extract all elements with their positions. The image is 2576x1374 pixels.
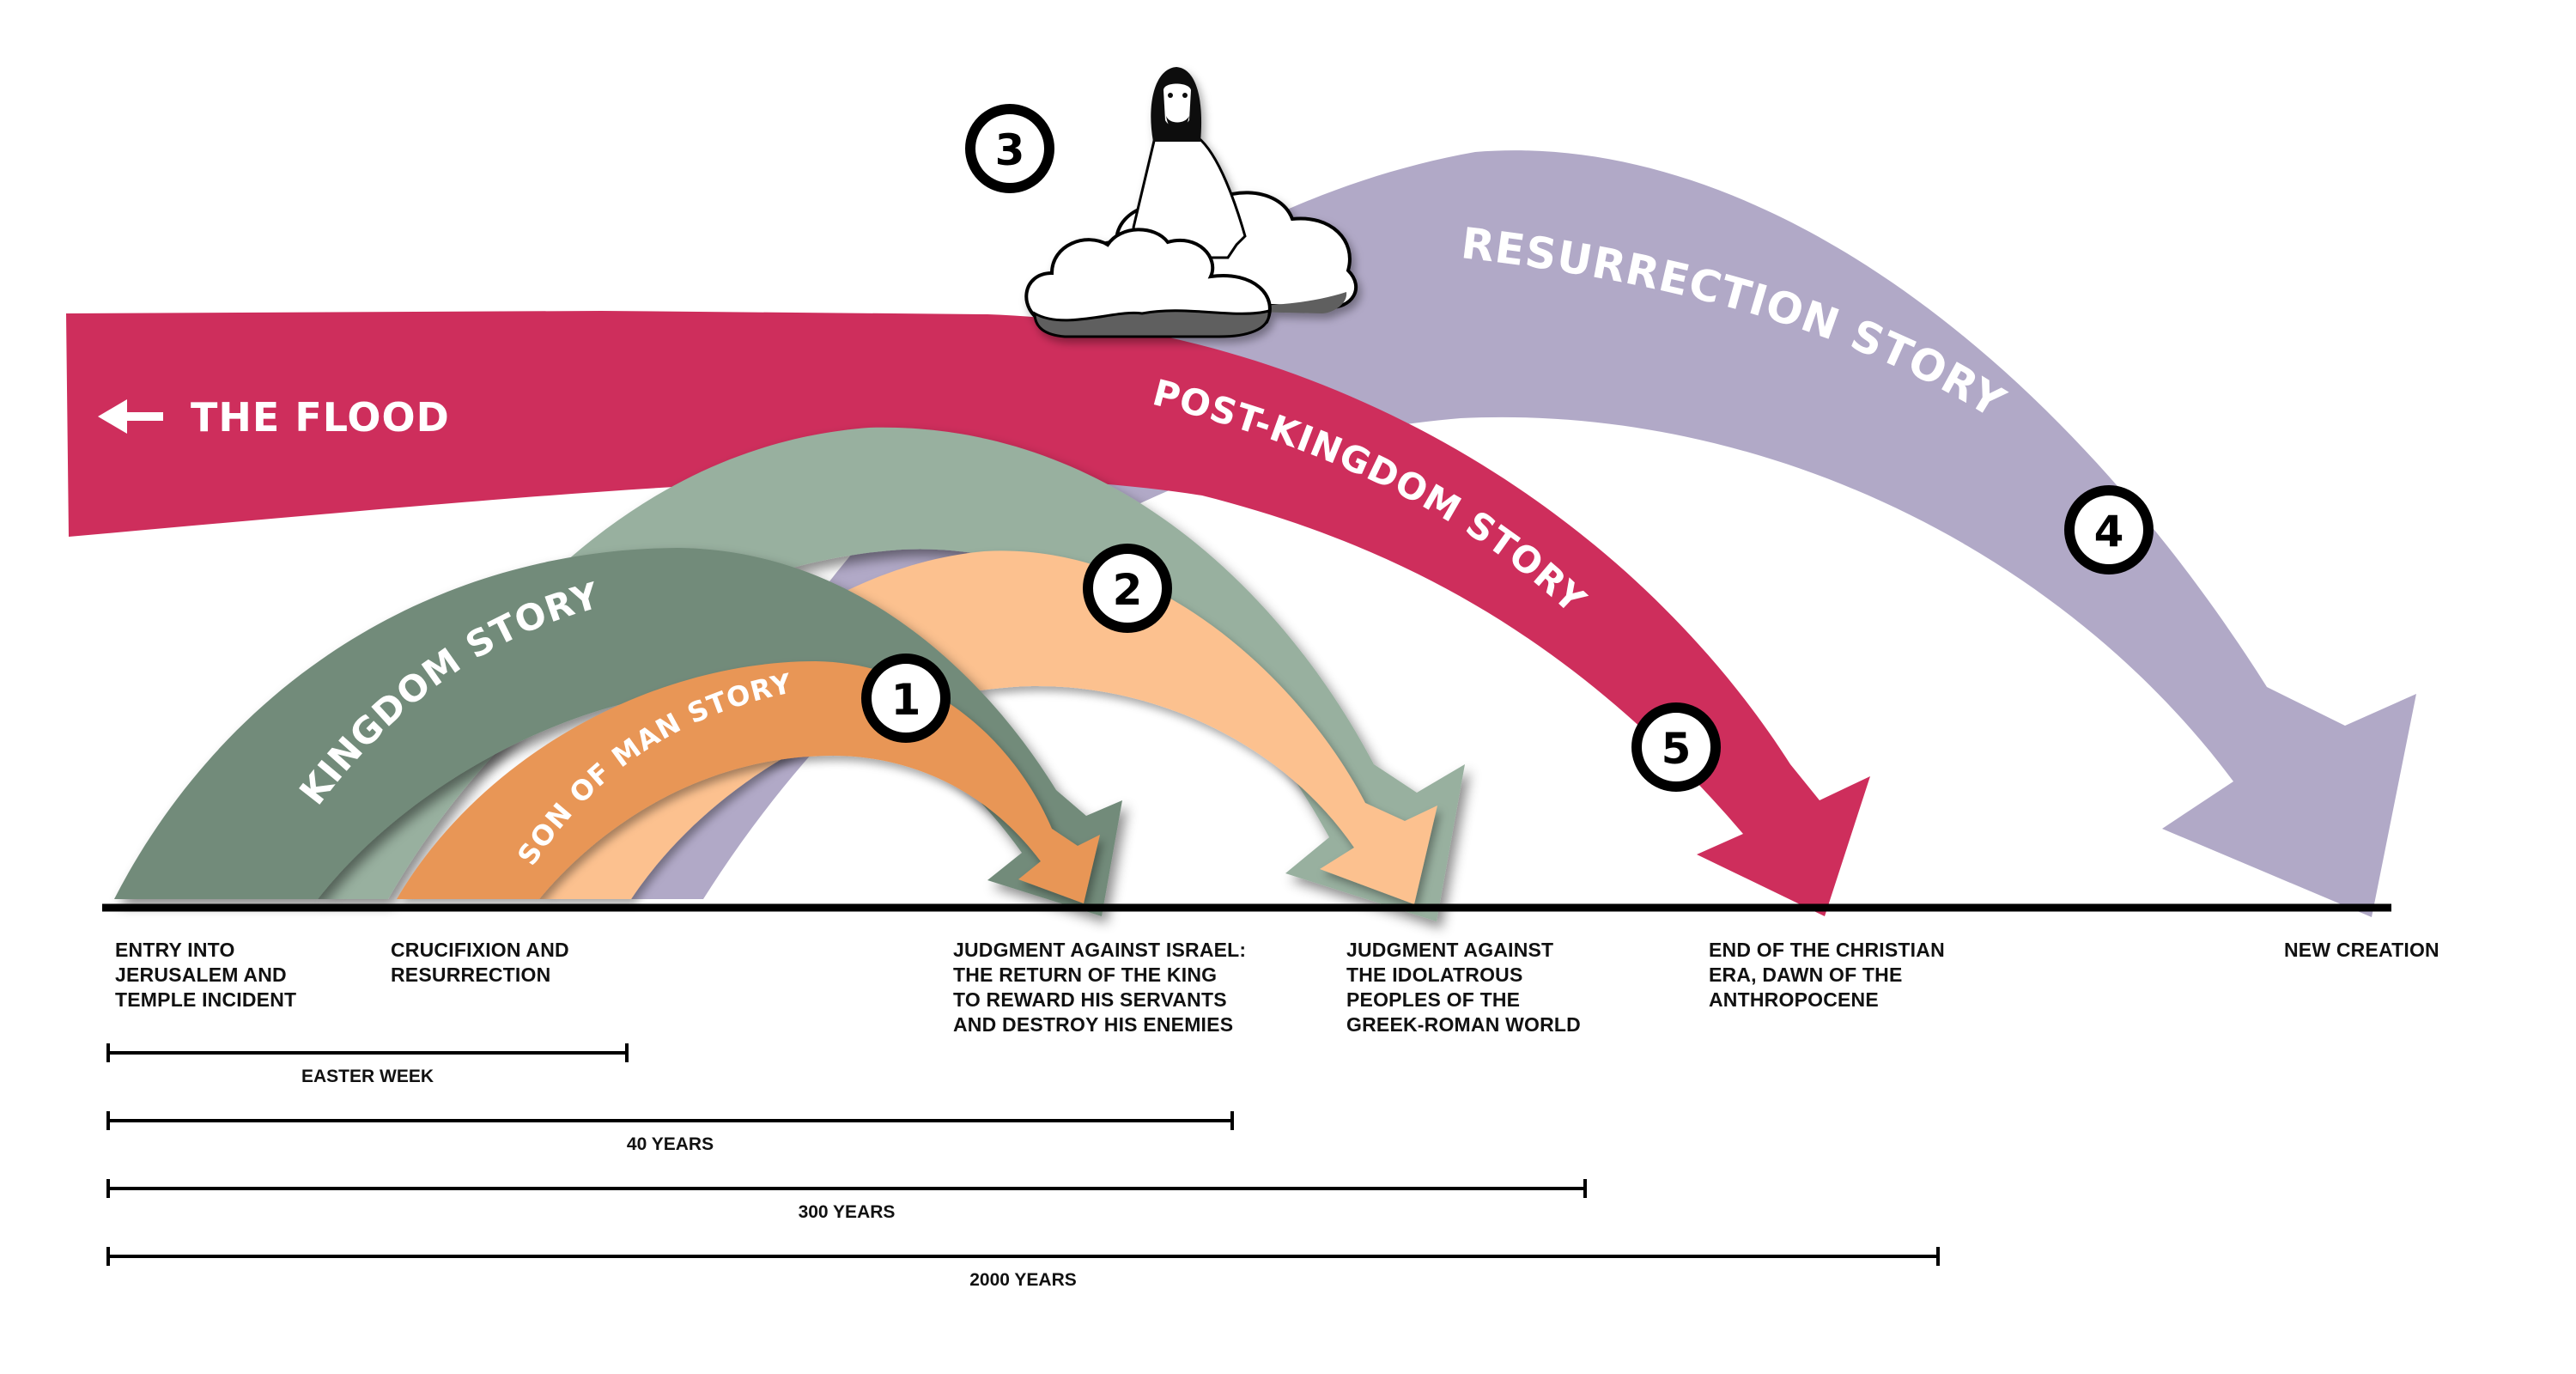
marker-4: 4 [2064,485,2154,575]
marker-4-number: 4 [2094,507,2124,556]
event-label-line: AND DESTROY HIS ENEMIES [953,1013,1233,1036]
event-label-line: TEMPLE INCIDENT [115,988,296,1011]
event-label-line: END OF THE CHRISTIAN [1709,939,1945,961]
son-of-man-outer-band [539,550,1437,904]
event-label: JUDGMENT AGAINST ISRAEL: THE RETURN OF TH… [953,939,1246,1036]
duration-span: EASTER WEEK [106,1043,629,1086]
event-label-line: TO REWARD HIS SERVANTS [953,988,1227,1011]
kingdom-story-band [114,548,1122,916]
marker-1-number: 1 [891,675,921,725]
post-kingdom-story-band [66,311,1870,916]
duration-span: 2000 YEARS [106,1247,1940,1290]
event-label-line: ENTRY INTO [115,939,235,961]
span-label: EASTER WEEK [301,1067,434,1086]
event-label-line: PEOPLES OF THE [1346,988,1520,1011]
marker-2: 2 [1083,544,1172,633]
event-label-line: JUDGMENT AGAINST ISRAEL: [953,939,1246,961]
span-label: 300 YEARS [799,1202,896,1222]
span-label: 40 YEARS [627,1134,714,1154]
duration-span: 40 YEARS [106,1111,1234,1154]
left-arrow-icon [98,399,163,434]
event-label: NEW CREATION [2284,939,2439,961]
duration-span: 300 YEARS [106,1179,1587,1222]
marker-5-number: 5 [1662,724,1692,774]
marker-1: 1 [861,654,951,743]
event-label-line: JUDGMENT AGAINST [1346,939,1553,961]
marker-3-number: 3 [995,125,1025,175]
marker-5: 5 [1631,702,1721,792]
event-label-line: ERA, DAWN OF THE [1709,964,1903,986]
event-label-line: ANTHROPOCENE [1709,988,1879,1011]
event-label-line: RESURRECTION [391,964,550,986]
flood-label-group: THE FLOOD [98,394,450,441]
event-label-line: NEW CREATION [2284,939,2439,961]
event-label-line: THE RETURN OF THE KING [953,964,1217,986]
marker-2-number: 2 [1113,565,1143,615]
kingdom-story-outer-band [318,427,1465,921]
christ-on-cloud-icon [1024,67,1358,338]
event-label-line: THE IDOLATROUS [1346,964,1523,986]
duration-spans: EASTER WEEK 40 YEARS 300 YEARS 2000 YEARS [106,1043,1940,1290]
event-label-line: JERUSALEM AND [115,964,287,986]
event-label-line: CRUCIFIXION AND [391,939,569,961]
event-label: CRUCIFIXION AND RESURRECTION [391,939,569,986]
event-label-line: GREEK-ROMAN WORLD [1346,1013,1581,1036]
flood-label: THE FLOOD [191,394,450,441]
marker-3: 3 [965,104,1054,193]
span-label: 2000 YEARS [969,1270,1077,1290]
robe-icon [1132,136,1247,259]
